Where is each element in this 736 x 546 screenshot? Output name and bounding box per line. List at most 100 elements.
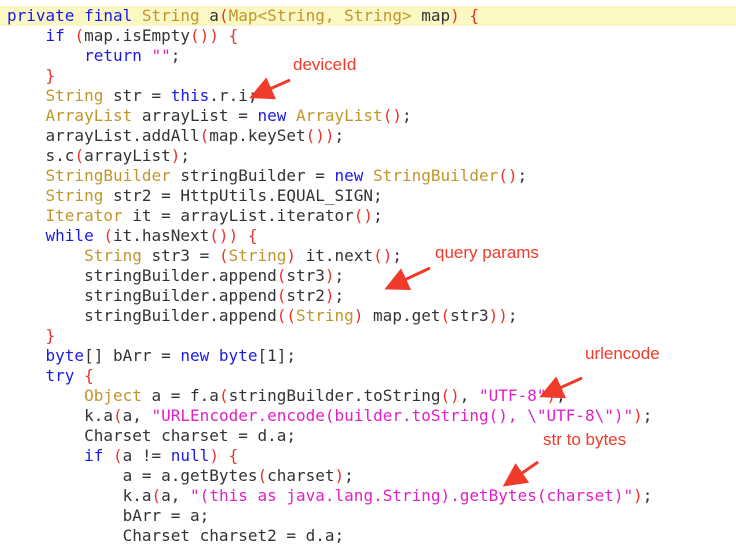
code-line: while (it.hasNext()) { <box>7 226 736 246</box>
code-token: ArrayList <box>295 106 383 125</box>
code-token: stringBuilder.append <box>7 266 277 285</box>
code-token: ) { <box>209 446 239 465</box>
code-token: k.a <box>7 406 113 425</box>
code-token: a, <box>122 406 152 425</box>
code-token: ) <box>633 406 643 425</box>
code-token: if <box>84 446 113 465</box>
arrow-urlencode <box>539 376 583 399</box>
code-token: try <box>45 366 85 385</box>
code-token: "UTF-8" <box>479 386 547 405</box>
code-token: str2 <box>286 286 325 305</box>
code-token: String <box>295 306 354 325</box>
code-token: ) <box>170 146 181 165</box>
code-token: str = <box>112 86 171 105</box>
code-token: ; <box>517 166 528 185</box>
code-token: ) <box>633 486 643 505</box>
code-token: if <box>45 26 75 45</box>
code-token: a = a.getBytes <box>7 466 258 485</box>
code-token: ArrayList <box>45 106 142 125</box>
code-token: new byte <box>180 346 258 365</box>
code-token: "URLEncoder.encode(builder.toString(), \… <box>151 406 634 425</box>
code-token: ) <box>286 246 306 265</box>
code-line: String str3 = (String) it.next(); <box>7 246 736 266</box>
code-token: ; <box>373 206 383 225</box>
code-line: arrayList.addAll(map.keySet()); <box>7 126 736 146</box>
code-token: , <box>459 386 480 405</box>
code-token: } <box>45 326 56 345</box>
code-token: new <box>334 166 374 185</box>
code-token: ( <box>74 26 85 45</box>
code-token: String <box>84 246 152 265</box>
code-token: ; <box>642 406 653 425</box>
code-token: map <box>421 6 451 25</box>
arrow-device-id <box>249 77 291 100</box>
code-line: stringBuilder.append(str3); <box>7 266 736 286</box>
code-token: [] bArr = <box>84 346 181 365</box>
code-token: ()) <box>305 126 335 145</box>
code-token: ; <box>180 146 191 165</box>
code-token: () <box>440 386 460 405</box>
code-line: if (a != null) { <box>7 446 736 466</box>
code-token: Object <box>84 386 152 405</box>
code-token: new <box>257 106 296 125</box>
code-token: ( <box>103 226 113 245</box>
code-token: map.get <box>373 306 441 325</box>
code-token: Map<String, String> <box>228 6 422 25</box>
code-line: Object a = f.a(stringBuilder.toString(),… <box>7 386 736 406</box>
code-token: stringBuilder.toString <box>228 386 441 405</box>
code-token: ()) { <box>190 26 239 45</box>
annotation-urlencode: urlencode <box>585 344 660 363</box>
code-token: stringBuilder.append <box>7 286 277 305</box>
code-token: ; <box>392 246 402 265</box>
code-line: } <box>7 66 736 86</box>
code-token: this <box>170 86 210 105</box>
code-line: stringBuilder.append((String) map.get(st… <box>7 306 736 326</box>
code-token: ; <box>344 466 354 485</box>
code-line: String str = this.r.i; <box>7 86 736 106</box>
code-token: ; <box>401 106 412 125</box>
code-token: arrayList <box>84 146 171 165</box>
code-token: s.c <box>7 146 75 165</box>
code-line: k.a(a, "(this as java.lang.String).getBy… <box>7 486 736 506</box>
code-token: Charset charset2 = d.a; <box>7 526 345 545</box>
code-line: return ""; <box>7 46 736 66</box>
code-line: s.c(arrayList); <box>7 146 736 166</box>
code-line: ArrayList arrayList = new ArrayList(); <box>7 106 736 126</box>
code-token: null <box>170 446 210 465</box>
code-token: Charset charset = d.a; <box>7 426 296 445</box>
arrow-str-to-bytes <box>502 460 539 487</box>
code-line: Charset charset2 = d.a; <box>7 526 736 546</box>
code-token: a = f.a <box>151 386 219 405</box>
code-token: it.hasNext <box>112 226 210 245</box>
code-token: String <box>45 186 113 205</box>
code-token: str3 = <box>151 246 219 265</box>
annotation-device-id: deviceId <box>293 55 357 74</box>
code-token: ) <box>324 286 335 305</box>
code-token: stringBuilder.append <box>7 306 277 325</box>
code-line: try { <box>7 366 736 386</box>
code-token: ( <box>218 386 229 405</box>
code-token: } <box>45 66 56 85</box>
code-token: ) { <box>450 6 480 25</box>
code-token: ( <box>276 266 287 285</box>
code-token: arrayList.addAll <box>7 126 200 145</box>
arrow-query-params <box>384 266 431 291</box>
annotation-query-params: query params <box>435 243 539 262</box>
code-token: String <box>141 6 210 25</box>
code-token: ) <box>353 306 374 325</box>
code-token: ( <box>440 306 451 325</box>
code-token: map.keySet <box>209 126 306 145</box>
code-token: String <box>45 86 113 105</box>
code-token: ()) { <box>209 226 258 245</box>
code-line: private final String a(Map<String, Strin… <box>0 6 736 26</box>
code-token: str3 <box>286 266 325 285</box>
code-line: k.a(a, "URLEncoder.encode(builder.toStri… <box>7 406 736 426</box>
annotation-str-to-bytes: str to bytes <box>543 430 627 449</box>
code-token: k.a <box>7 486 152 505</box>
code-token: it.next <box>305 246 374 265</box>
code-token: )) <box>488 306 508 325</box>
code-token: bArr = a; <box>7 506 210 525</box>
code-token: ( <box>151 486 162 505</box>
code-token: ; <box>334 126 345 145</box>
